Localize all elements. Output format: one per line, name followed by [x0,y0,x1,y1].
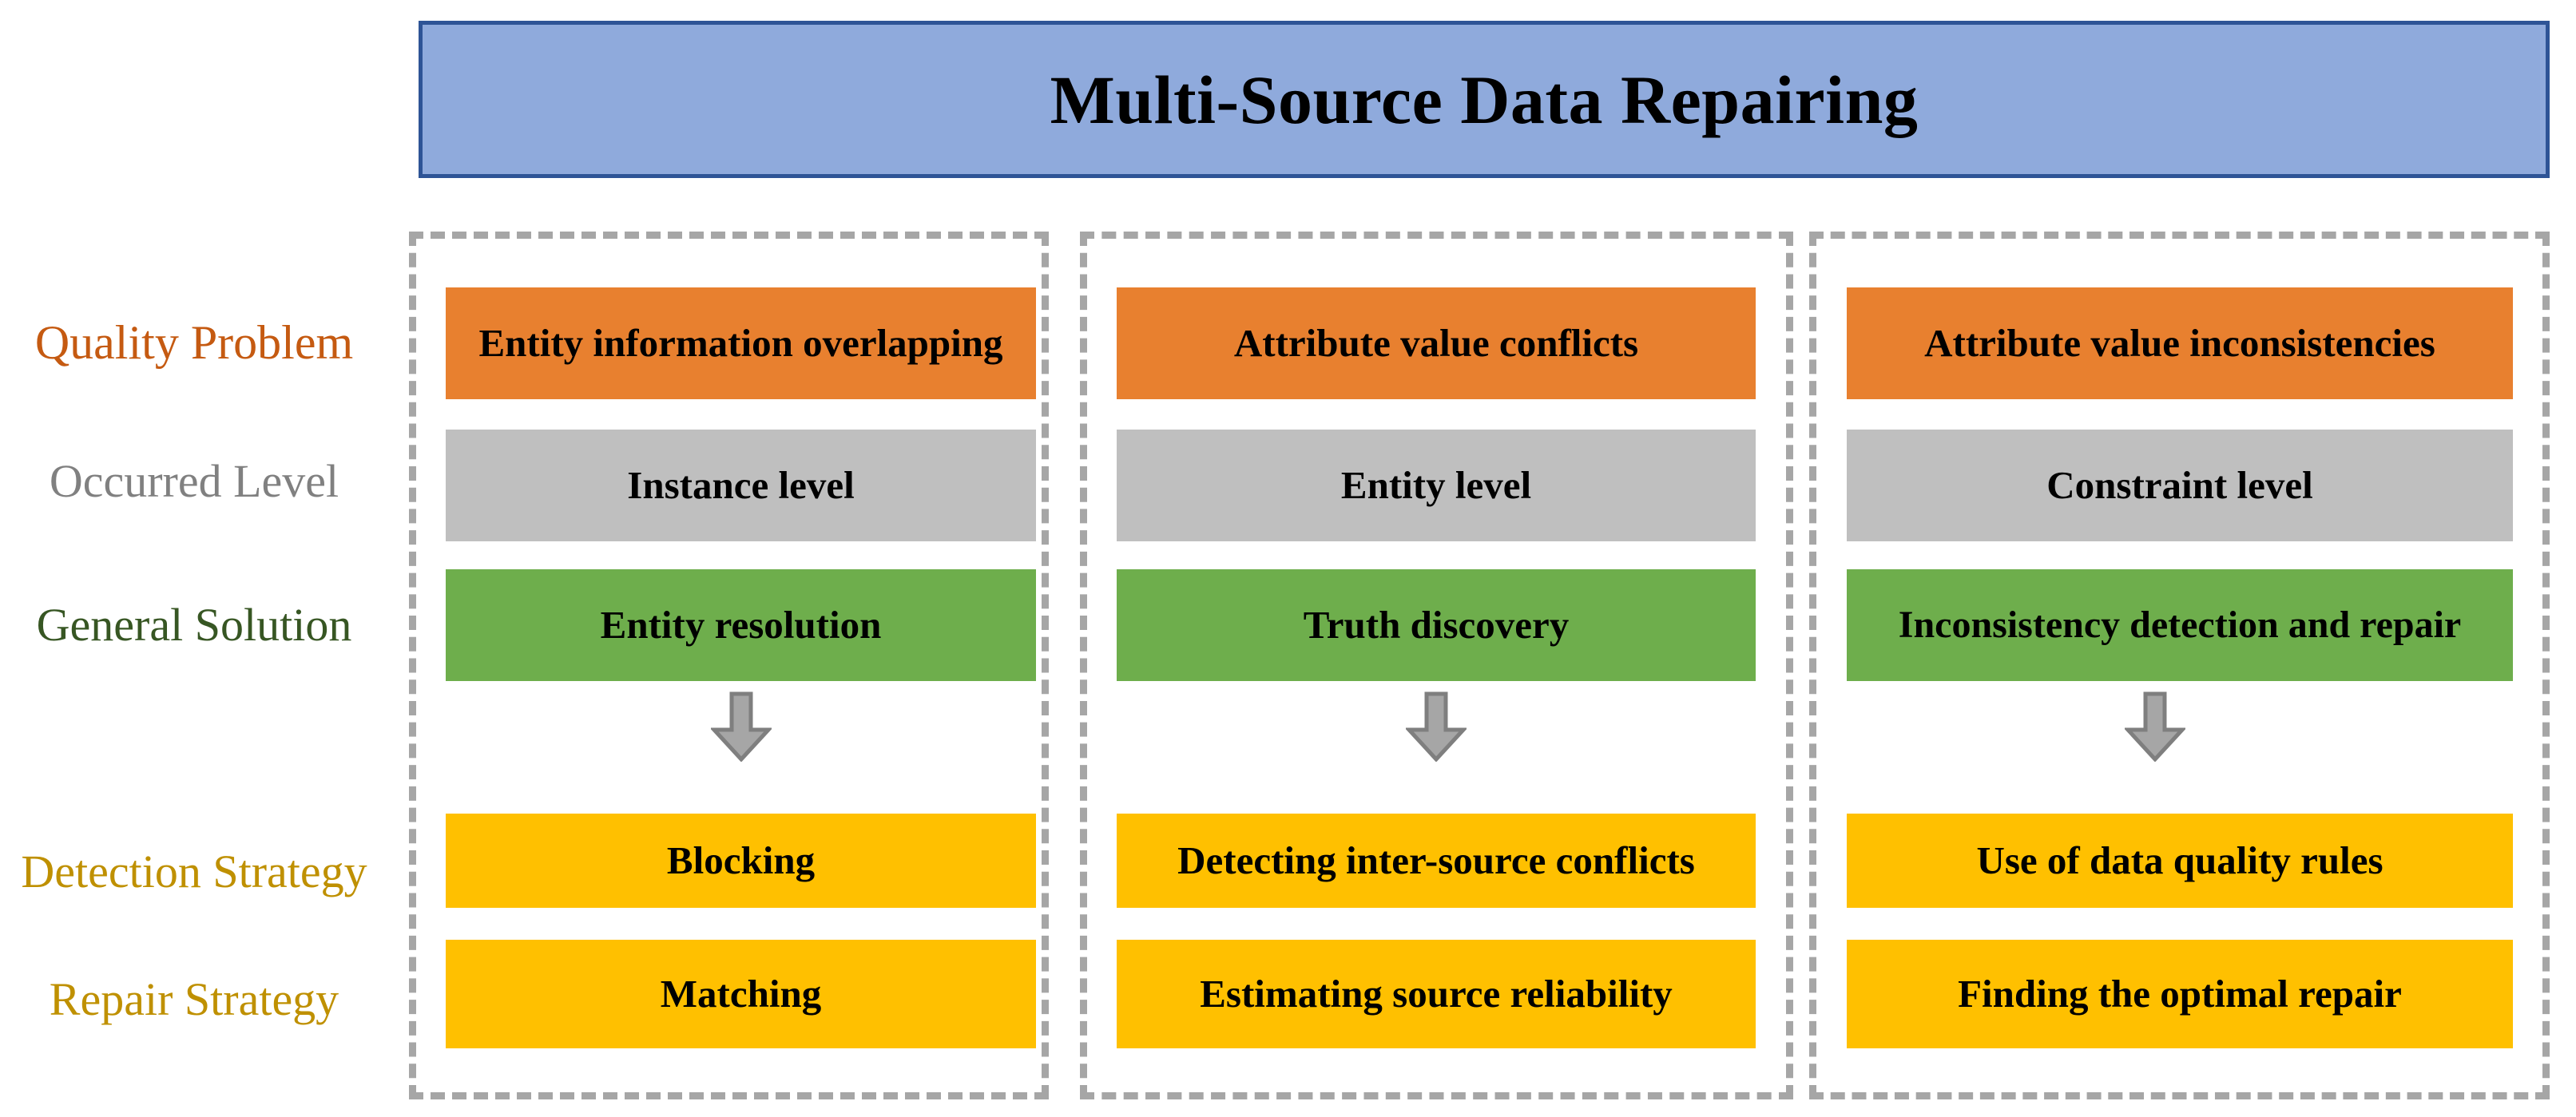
row-label-detection-strategy: Detection Strategy [21,846,367,897]
down-arrow-column-3 [2125,691,2185,762]
down-arrow-column-1 [711,691,772,762]
cell-detection-strategy-column-1: Blocking [446,814,1036,908]
cell-general-solution-column-1: Entity resolution [446,569,1036,681]
cell-repair-strategy-column-3: Finding the optimal repair [1847,940,2513,1048]
row-label-occurred-level: Occurred Level [49,455,339,507]
cell-occurred-level-column-1: Instance level [446,430,1036,541]
cell-repair-strategy-column-2: Estimating source reliability [1117,940,1756,1048]
cell-detection-strategy-column-2: Detecting inter-source conflicts [1117,814,1756,908]
group-container-column-1 [409,232,1049,1099]
diagram-title-banner: Multi-Source Data Repairing [419,21,2550,178]
cell-occurred-level-column-2: Entity level [1117,430,1756,541]
row-label-quality-problem: Quality Problem [34,316,354,369]
cell-detection-strategy-column-3: Use of data quality rules [1847,814,2513,908]
group-container-column-2 [1080,232,1793,1099]
cell-repair-strategy-column-1: Matching [446,940,1036,1048]
row-label-general-solution: General Solution [36,599,352,651]
cell-occurred-level-column-3: Constraint level [1847,430,2513,541]
cell-quality-problem-column-2: Attribute value conflicts [1117,287,1756,399]
group-container-column-3 [1809,232,2550,1099]
down-arrow-column-2 [1406,691,1467,762]
cell-quality-problem-column-1: Entity information overlapping [446,287,1036,399]
row-label-repair-strategy: Repair Strategy [49,973,339,1025]
cell-general-solution-column-2: Truth discovery [1117,569,1756,681]
page-title: Multi-Source Data Repairing [1050,61,1919,138]
cell-quality-problem-column-3: Attribute value inconsistencies [1847,287,2513,399]
cell-general-solution-column-3: Inconsistency detection and repair [1847,569,2513,681]
